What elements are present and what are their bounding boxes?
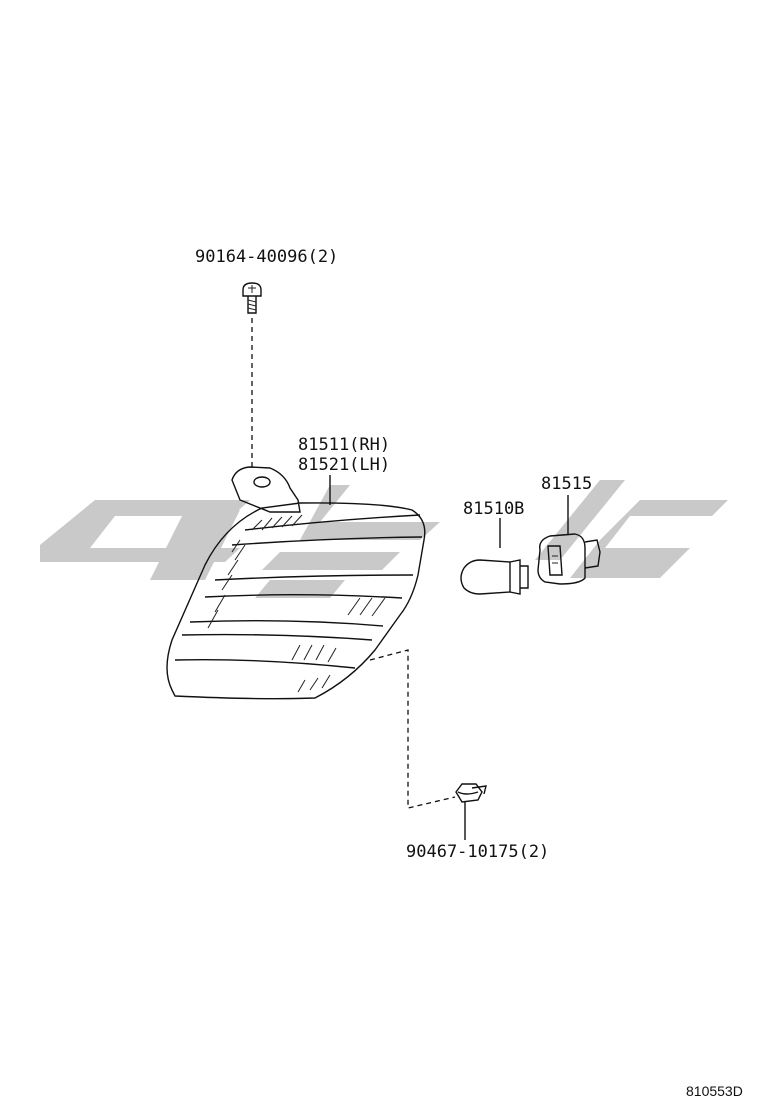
- clip-part: [455, 783, 487, 803]
- socket-part-label: 81515: [541, 474, 592, 494]
- socket-part: [537, 533, 601, 585]
- lamp-lh-part-label: 81521(LH): [298, 455, 390, 475]
- lamp-rh-part-label: 81511(RH): [298, 435, 390, 455]
- bulb-part-label: 81510B: [463, 499, 524, 519]
- clip-part-label: 90467-10175(2): [406, 842, 549, 862]
- watermark-logo: [40, 480, 728, 598]
- screw-part: [242, 282, 262, 314]
- screw-part-label: 90164-40096(2): [195, 247, 338, 267]
- clip-leader-dashed: [369, 649, 456, 809]
- corner-lamp-assembly: [166, 466, 426, 700]
- bulb-part: [460, 559, 529, 595]
- figure-code: 810553D: [686, 1083, 743, 1099]
